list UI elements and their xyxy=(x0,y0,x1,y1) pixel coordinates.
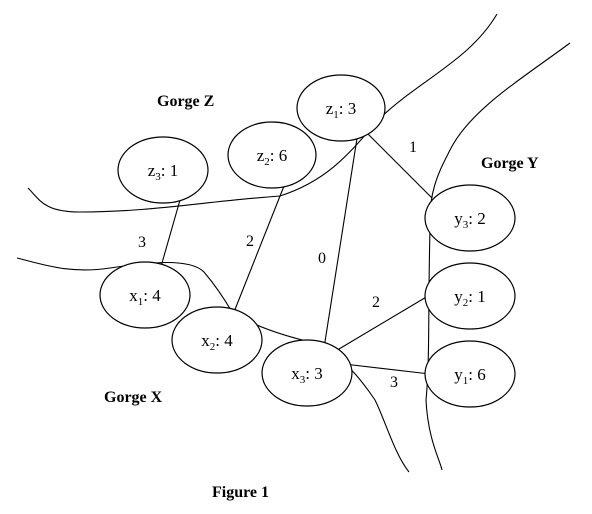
node-y3: y3: 2 xyxy=(424,184,516,252)
region-labels: Gorge Z Gorge Y Gorge X xyxy=(104,93,539,406)
node-y1: y1: 6 xyxy=(424,340,516,408)
svg-text:y2: 1: y2: 1 xyxy=(454,287,485,309)
svg-text:z2: 6: z2: 6 xyxy=(257,146,288,168)
svg-text:x3: 3: x3: 3 xyxy=(291,364,322,386)
edge-z1-y3 xyxy=(359,125,433,199)
edge-weight-z3-x1: 3 xyxy=(138,234,146,251)
edge-z3-x1 xyxy=(159,199,181,271)
edge-z2-x2 xyxy=(233,185,285,313)
edge-weights: 1 0 3 2 2 3 xyxy=(138,139,417,391)
node-x2: x2: 4 xyxy=(171,306,263,374)
edge-weight-z1-y3: 1 xyxy=(409,139,417,156)
edge-z1-x3 xyxy=(323,131,359,349)
node-x3: x3: 3 xyxy=(261,339,353,407)
label-gorge-x: Gorge X xyxy=(104,389,163,406)
edge-weight-x3-y1: 3 xyxy=(390,374,398,391)
svg-text:y1: 6: y1: 6 xyxy=(454,365,485,387)
node-z2: z2: 6 xyxy=(227,121,317,189)
node-z1: z1: 3 xyxy=(296,74,386,142)
node-y2: y2: 1 xyxy=(424,262,516,330)
edges xyxy=(159,125,433,375)
label-gorge-y: Gorge Y xyxy=(481,155,539,172)
svg-text:z3: 1: z3: 1 xyxy=(148,161,179,183)
node-x1: x1: 4 xyxy=(99,261,191,329)
svg-text:y3: 2: y3: 2 xyxy=(454,209,485,231)
svg-text:z1: 3: z1: 3 xyxy=(326,99,357,121)
edge-weight-z1-x3: 0 xyxy=(318,250,326,267)
label-gorge-z: Gorge Z xyxy=(157,93,214,110)
node-z3: z3: 1 xyxy=(117,136,209,204)
edge-weight-z2-x2: 2 xyxy=(246,233,254,250)
river-right xyxy=(425,42,571,471)
nodes: z1: 3 z2: 6 z3: 1 y3: 2 y2: 1 y1: 6 x1: … xyxy=(99,74,516,408)
edge-weight-x3-y2: 2 xyxy=(372,294,380,311)
figure-caption: Figure 1 xyxy=(212,484,269,501)
edge-x3-y2 xyxy=(333,295,429,353)
edge-x3-y1 xyxy=(343,363,431,375)
svg-text:x2: 4: x2: 4 xyxy=(201,331,233,353)
svg-text:x1: 4: x1: 4 xyxy=(129,286,161,308)
